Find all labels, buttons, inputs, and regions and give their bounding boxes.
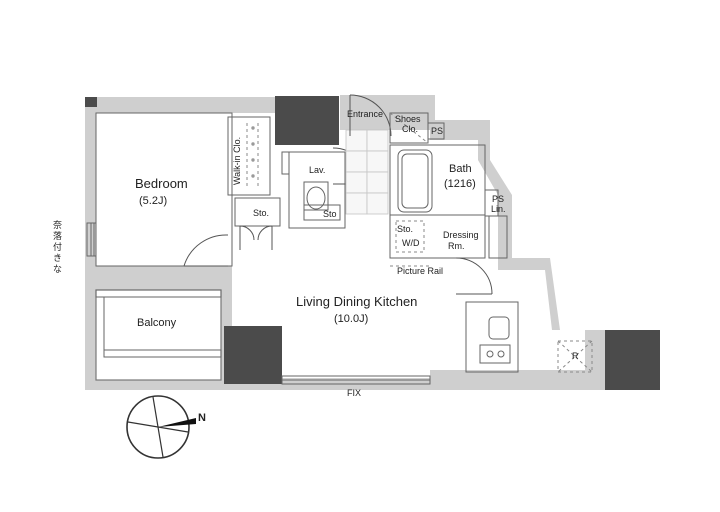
structural-wall-bottom-right [605,330,660,390]
compass-needle [158,418,196,427]
left-vertical-label-3: 付 [53,242,62,252]
walk-in-closet-hook-1 [251,126,255,130]
bathtub-outer [397,149,433,213]
kitchen-sink [488,316,510,340]
bedroom-storage-label: Sto. [253,208,269,218]
dressing-room [389,214,486,259]
walk-in-closet [227,116,271,196]
bathtub-inner [401,153,429,209]
structural-wall-top-center [275,96,339,145]
left-vertical-label-4: き [53,253,62,263]
sto-wd-label: Sto. [397,224,413,234]
stove-burner-1 [486,350,494,358]
refrigerator-cross-1 [557,340,593,373]
kitchen-stove [479,344,511,364]
ldk-label: Living Dining Kitchen [296,294,417,309]
lavatory-small-shelf [281,151,290,175]
shoes-closet-label-1: Shoes [395,114,421,124]
toilet-bowl-box [303,181,329,211]
dressing-door-swing [455,257,493,295]
walk-in-closet-hangers [246,123,259,188]
bedroom-room [95,112,233,267]
left-vertical-label-1: 奈 [53,219,62,230]
dressing-room-label: Rm. [448,241,465,251]
ps-top-label: PS [431,126,443,136]
left-vertical-label-2: 落 [53,230,62,241]
kitchen-counter [465,301,519,373]
bedroom-label: Bedroom [135,176,188,191]
lavatory-room [288,151,346,229]
ps-top [427,122,445,140]
compass-north-label: N [198,412,206,424]
ldk-size-label: (10.0J) [334,313,368,325]
shoes-closet-diagonal [389,112,429,144]
walk-in-closet-hook-4 [251,174,255,178]
washer-space [395,220,425,253]
structural-wall-bottom-left [224,326,282,384]
picture-rail-label: Picture Rail [397,266,443,276]
bedroom-storage [234,197,281,227]
bedroom-size-label: (5.2J) [139,195,167,207]
refrigerator-cross-2 [557,340,593,373]
entrance-tiles [345,129,389,215]
ps-right-label: PS [492,194,504,204]
bath-size-label: (1216) [444,178,476,190]
walk-in-closet-label: Walk-in Clo. [232,137,242,185]
balcony-rail-top [95,289,222,298]
toilet-storage-label: Sto [323,209,337,219]
balcony-area [95,289,222,381]
linen-closet-label: Lin. [491,204,506,214]
refrigerator-label: R [572,351,579,361]
toilet-bowl [306,186,326,210]
stove-burner-2 [497,350,505,358]
compass-circle [126,395,190,459]
compass: N [126,395,206,459]
linen-closet [488,215,508,259]
entrance-label: Entrance [347,109,383,119]
walk-in-closet-hook-2 [251,142,255,146]
lav-label: Lav. [309,165,325,175]
dressing-label: Dressing [443,230,479,240]
refrigerator-space [557,340,593,373]
walk-in-closet-hook-3 [251,158,255,162]
wd-label: W/D [402,238,420,248]
main-wall-inner [96,113,585,383]
balcony-label: Balcony [137,317,177,329]
fix-label: FIX [347,388,361,398]
bedroom-door-swing [183,234,229,267]
left-vertical-label-5: な [53,264,62,274]
bedroom-storage-doors [239,225,273,250]
toilet-storage [303,204,341,221]
structural-wall-top-left-edge [85,97,97,107]
bath-label: Bath [449,163,472,175]
shoes-closet-label-2: Clo. [402,124,418,134]
